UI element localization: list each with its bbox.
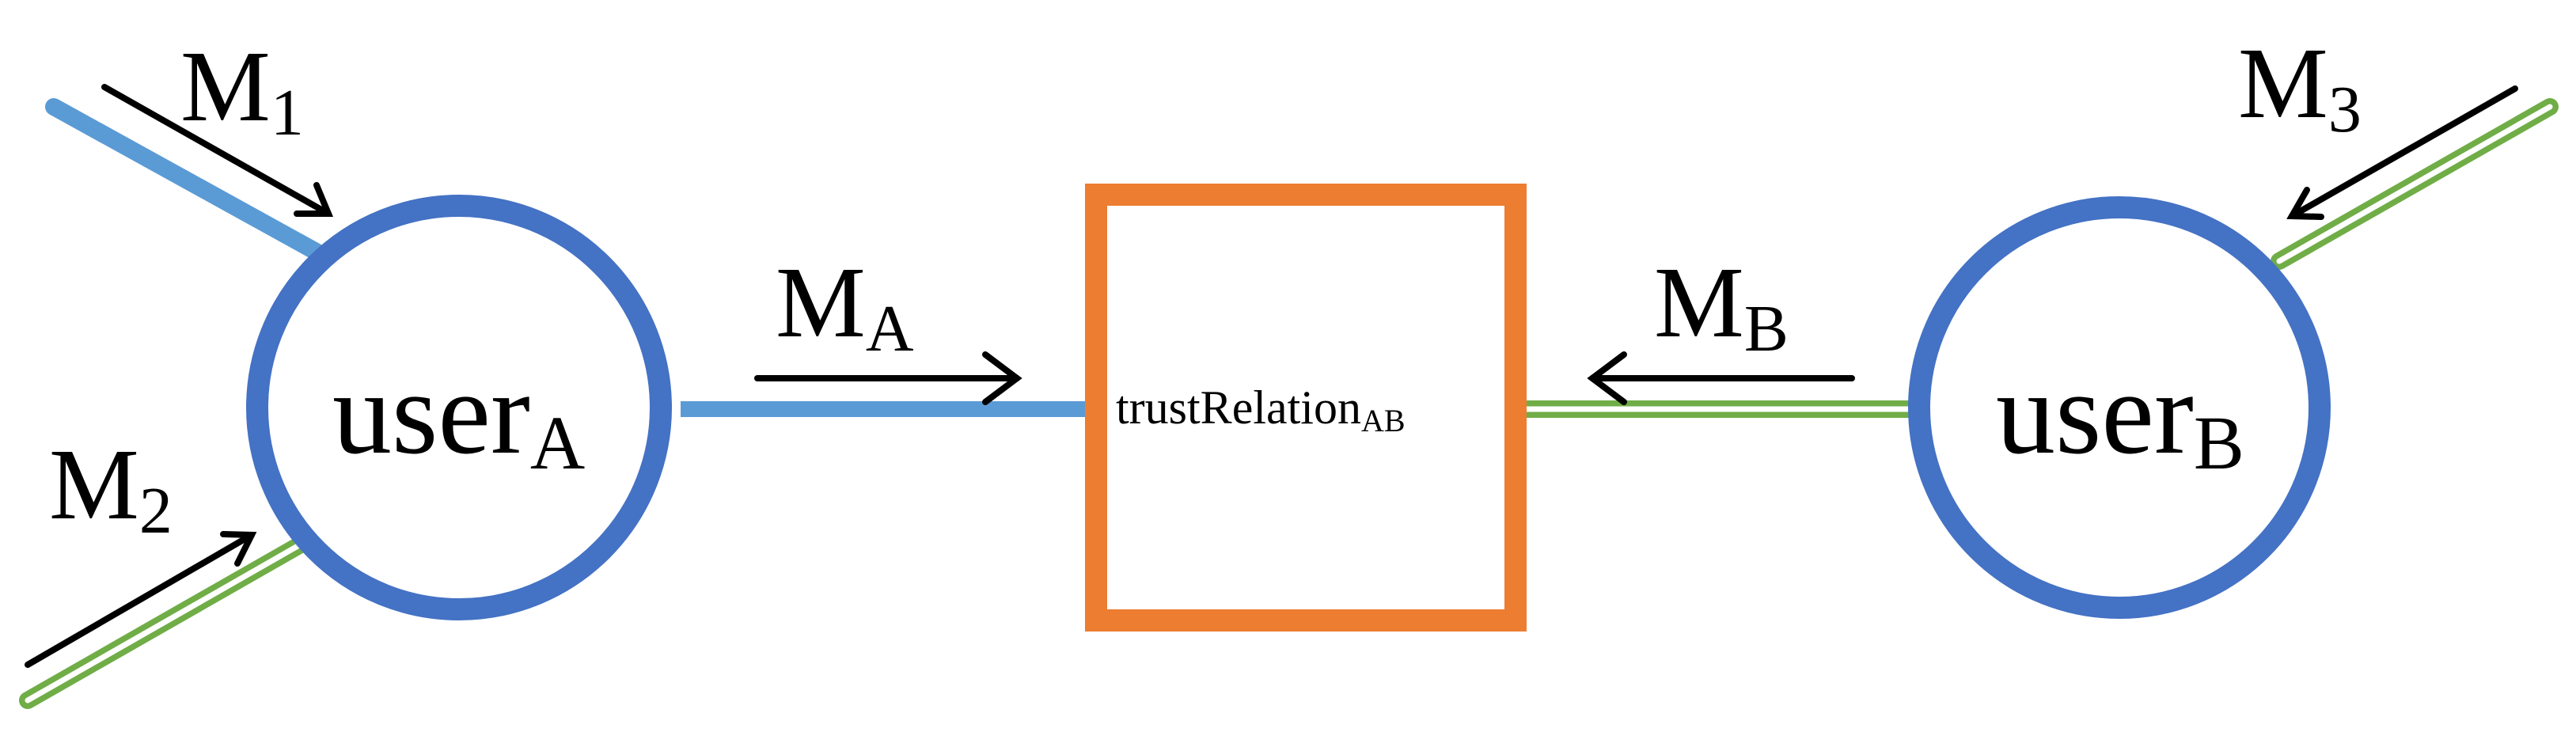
- label-m2: M2: [49, 428, 173, 548]
- edge-m2-to-user-a: [19, 533, 313, 709]
- edge-m1-to-user-a: [45, 98, 335, 266]
- trust-relation-box: [1085, 184, 1527, 631]
- arrow-m3: [2286, 85, 2518, 220]
- edge-m3-to-user-b: [2271, 98, 2559, 270]
- user-b-node: [1908, 196, 2331, 619]
- arrow-mb: [1587, 351, 1855, 405]
- label-m3: M3: [2238, 27, 2362, 146]
- user-b-label: userB: [1996, 347, 2244, 485]
- user-a-node: [246, 195, 672, 620]
- user-a-label: userA: [332, 347, 585, 485]
- arrow-m2: [25, 531, 257, 668]
- arrow-m1: [101, 84, 333, 217]
- label-m1: M1: [180, 30, 304, 150]
- trust-relation-label: trustRelationAB: [1116, 381, 1406, 438]
- arrow-ma: [754, 351, 1022, 405]
- label-ma: MA: [776, 246, 914, 366]
- label-mb: MB: [1654, 246, 1789, 366]
